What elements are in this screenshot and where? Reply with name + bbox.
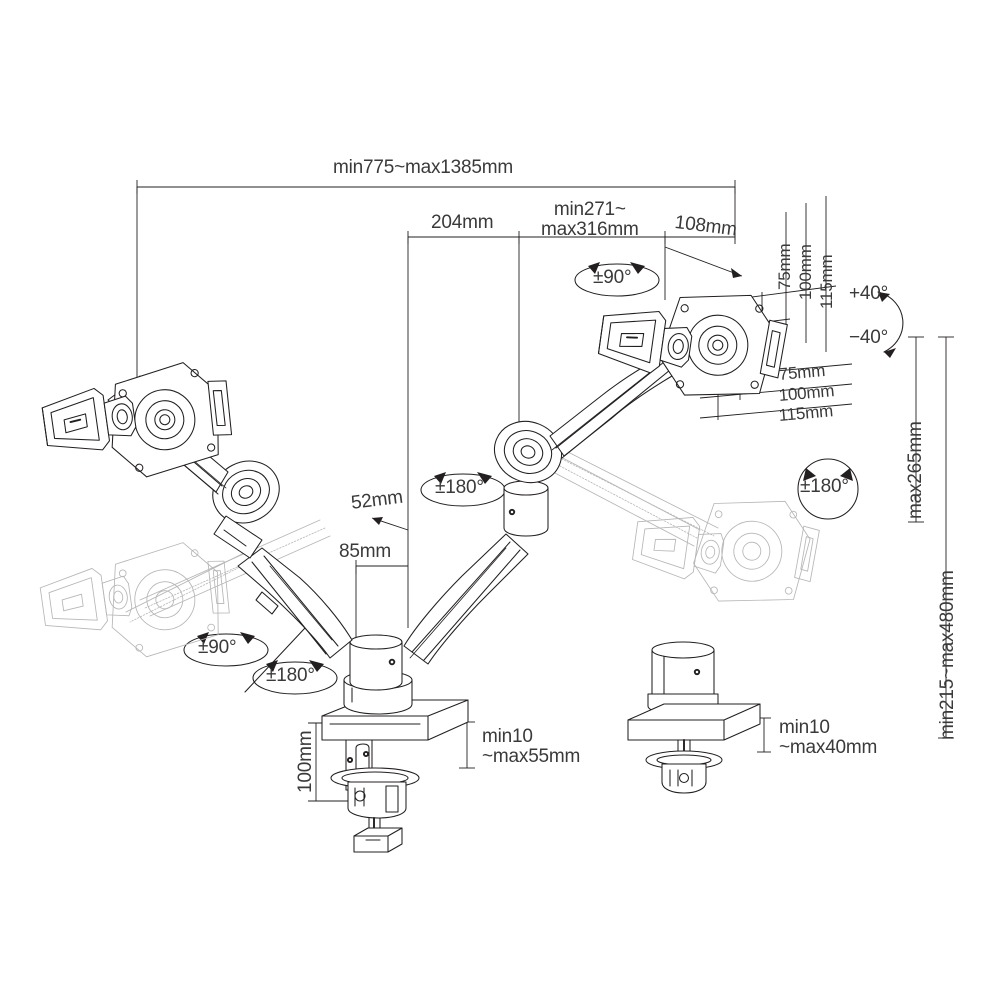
label-rotate-180-mid: ±180°	[435, 477, 484, 498]
label-rotate-180-left: ±180°	[266, 665, 315, 686]
desk-clamp-base-assembly	[321, 634, 469, 853]
rotation-symbol-180-right	[797, 458, 859, 520]
left-arm-handle-detail	[255, 591, 279, 615]
label-vesa-vertical-115: 115mm	[817, 254, 836, 309]
label-base-height-100: 100mm	[295, 730, 316, 793]
label-tilt-down-40: −40°	[849, 327, 889, 348]
rotation-symbol-180-left	[252, 660, 338, 695]
label-rotate-180-right: ±180°	[800, 476, 849, 497]
label-rotate-90-top: ±90°	[593, 267, 632, 288]
label-tilt-up-40: +40°	[849, 283, 889, 304]
label-offset-85: 85mm	[339, 541, 391, 562]
rotation-symbol-90-left	[183, 632, 269, 667]
right-elbow-hub	[494, 420, 562, 537]
grommet-base-assembly	[627, 641, 761, 794]
label-segment-271-316: min271~ max316mm	[541, 199, 639, 240]
label-height-range: min215~max480mm	[937, 570, 958, 740]
rotation-symbol-90-top	[574, 262, 660, 297]
label-vesa-horizontal-75: 75mm	[777, 360, 826, 384]
label-vesa-vertical-100: 100mm	[796, 244, 815, 300]
ghost-left-monitor-assembly	[39, 519, 331, 658]
right-arm-assembly	[403, 294, 788, 665]
dimension-lines-top	[136, 180, 743, 628]
left-quick-release-block	[41, 387, 137, 451]
label-grommet-thickness: min10 ~max40mm	[779, 717, 878, 758]
label-vesa-vertical-75: 75mm	[775, 243, 794, 290]
label-clamp-thickness: min10 ~max55mm	[482, 726, 581, 767]
right-vesa-plate	[659, 294, 788, 396]
right-quick-release-block	[597, 310, 693, 374]
dimension-post-offsets	[355, 517, 409, 640]
dimension-clamp-thickness	[459, 721, 475, 769]
label-segment-204: 204mm	[431, 212, 494, 233]
dimension-height-right	[908, 336, 954, 739]
rotation-divider-slash	[244, 627, 306, 693]
label-lift-max265: max265mm	[905, 421, 926, 519]
left-elbow-hub	[212, 460, 280, 559]
dimension-tilt	[877, 291, 904, 358]
dimension-vesa-vertical	[699, 196, 837, 352]
label-overall-reach: min775~max1385mm	[333, 157, 514, 178]
left-arm-assembly	[41, 362, 353, 659]
ghost-right-monitor-assembly	[533, 445, 820, 602]
label-rotate-90-left: ±90°	[198, 637, 237, 658]
